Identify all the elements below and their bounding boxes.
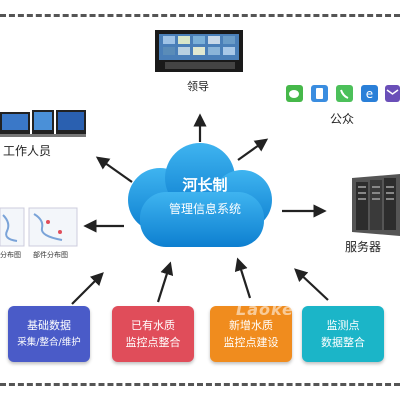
public-icons: e	[286, 85, 400, 102]
box-existing-line1: 已有水质	[131, 319, 175, 332]
map-left-label: 分布图	[0, 251, 21, 259]
cloud-text: 河长制 管理信息系统	[130, 170, 280, 230]
workers-label: 工作人员	[3, 144, 52, 158]
svg-text:e: e	[366, 87, 373, 101]
box-new-line2: 监控点建设	[223, 336, 279, 349]
public-label: 公众	[330, 112, 355, 126]
box-monitoring-line1: 监测点	[326, 319, 360, 332]
box-monitoring-line2: 数据整合	[321, 336, 365, 349]
box-new-water-quality: 新增水质 监控点建设	[210, 306, 292, 362]
box-basic-data: 基础数据 采集/整合/维护	[8, 306, 90, 362]
cloud-title: 河长制	[182, 176, 228, 194]
box-basic-data-line1: 基础数据	[27, 319, 71, 332]
bottom-dashed-border	[0, 383, 400, 386]
call-icon	[336, 85, 353, 102]
arrow-to-public	[237, 138, 269, 161]
box-new-line1: 新增水质	[229, 319, 273, 332]
distribution-maps-image	[0, 207, 78, 247]
system-cloud	[128, 143, 272, 247]
box-monitoring-data: 监测点 数据整合	[302, 306, 384, 362]
box-existing-line2: 监控点整合	[125, 336, 181, 349]
box-basic-data-line2: 采集/整合/维护	[17, 337, 81, 348]
arrow-from-box4	[294, 268, 329, 301]
video-wall-image	[155, 30, 243, 72]
cloud-subtitle: 管理信息系统	[168, 202, 241, 216]
arrow-from-box1	[71, 272, 104, 305]
browser-icon	[361, 85, 378, 102]
top-dashed-border	[0, 14, 400, 17]
map-right-label: 部件分布图	[33, 251, 68, 259]
watermark: Laoke	[236, 300, 294, 319]
box-existing-water-quality: 已有水质 监控点整合	[112, 306, 194, 362]
arrow-from-box2	[156, 261, 174, 303]
server-rack-image	[352, 174, 400, 236]
arrow-to-workers	[95, 156, 133, 183]
leaders-label: 领导	[187, 80, 209, 93]
arrow-from-box3	[234, 257, 252, 299]
servers-label: 服务器	[345, 240, 382, 254]
workstation-image	[0, 110, 86, 137]
